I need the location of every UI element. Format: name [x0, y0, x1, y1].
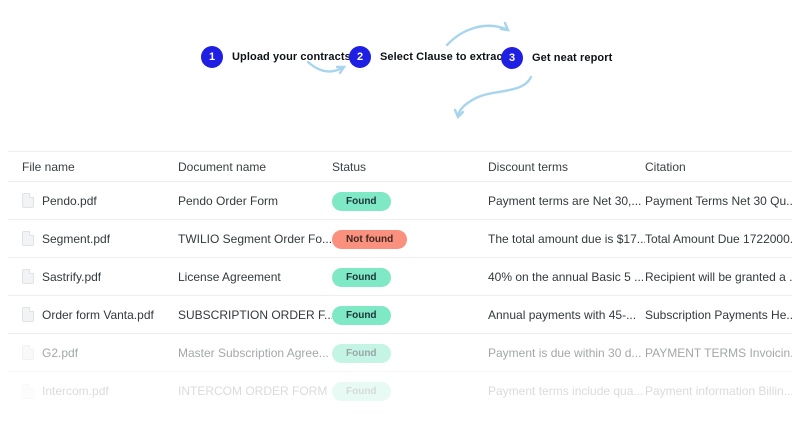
discount-terms-cell: Payment terms are Net 30,... [488, 193, 642, 208]
file-name-cell: Pendo.pdf [42, 193, 97, 208]
table-row[interactable]: Sastrify.pdf License Agreement Found 40%… [8, 258, 792, 296]
column-header-status: Status [332, 159, 367, 174]
status-badge: Found [332, 305, 391, 325]
discount-terms-cell: Annual payments with 45-... [488, 307, 637, 322]
table-row[interactable]: Segment.pdf TWILIO Segment Order Fo... N… [8, 220, 792, 258]
column-header-citation: Citation [645, 159, 686, 174]
document-file-icon [22, 307, 34, 322]
step-3-number-badge: 3 [501, 47, 523, 69]
file-name-cell: Segment.pdf [42, 231, 111, 246]
step-3-label: Get neat report [532, 52, 613, 64]
column-header-file-name: File name [22, 159, 75, 174]
table-header-row: File name Document name Status Discount … [8, 151, 792, 182]
table-body: Pendo.pdf Pendo Order Form Found Payment… [8, 182, 792, 410]
file-name-cell: G2.pdf [42, 345, 79, 360]
document-name-cell: Pendo Order Form [178, 193, 279, 208]
table-row[interactable]: Intercom.pdf INTERCOM ORDER FORM Found P… [8, 372, 792, 410]
citation-cell: Total Amount Due 1722000... [645, 231, 792, 246]
contracts-table: File name Document name Status Discount … [8, 151, 792, 410]
step-arrows [306, 21, 533, 120]
document-name-cell: INTERCOM ORDER FORM [178, 384, 328, 398]
document-file-icon [22, 345, 34, 360]
file-name-cell: Sastrify.pdf [42, 269, 102, 284]
citation-cell: Payment information Billin... [645, 384, 792, 398]
status-badge: Found [332, 191, 391, 211]
discount-terms-cell: Payment is due within 30 d... [488, 345, 642, 360]
status-badge: Found [332, 382, 391, 401]
document-name-cell: TWILIO Segment Order Fo... [178, 231, 332, 246]
status-badge: Found [332, 343, 391, 363]
arrow-step2-to-step3 [445, 24, 510, 47]
step-2: 2 Select Clause to extract [349, 46, 507, 68]
table-row[interactable]: G2.pdf Master Subscription Agree... Foun… [8, 334, 792, 372]
step-1-label: Upload your contracts [232, 51, 351, 63]
document-file-icon [22, 231, 34, 246]
step-1-number-badge: 1 [201, 46, 223, 68]
table-row[interactable]: Pendo.pdf Pendo Order Form Found Payment… [8, 182, 792, 220]
step-1: 1 Upload your contracts [201, 46, 351, 68]
document-file-icon [22, 269, 34, 284]
file-name-cell: Intercom.pdf [42, 384, 109, 398]
arrow-step2-to-step3-head [499, 21, 510, 32]
arrow-step3-down [456, 75, 533, 118]
table-row[interactable]: Order form Vanta.pdf SUBSCRIPTION ORDER … [8, 296, 792, 334]
arrow-step3-down-head [453, 108, 465, 120]
arrow-step1-to-step2-head [335, 65, 347, 75]
discount-terms-cell: The total amount due is $17... [488, 231, 645, 246]
citation-cell: Recipient will be granted a ... [645, 269, 792, 284]
document-name-cell: License Agreement [178, 269, 281, 284]
discount-terms-cell: Payment terms include qua... [488, 384, 644, 398]
status-badge: Not found [332, 229, 408, 249]
file-name-cell: Order form Vanta.pdf [42, 307, 154, 322]
status-badge: Found [332, 267, 391, 287]
steps-header: 1 Upload your contracts 2 Select Clause … [0, 0, 800, 150]
document-name-cell: SUBSCRIPTION ORDER F... [178, 307, 332, 322]
arrow-step1-to-step2 [306, 60, 346, 73]
discount-terms-cell: 40% on the annual Basic 5 ... [488, 269, 645, 284]
citation-cell: Subscription Payments He... [645, 307, 792, 322]
citation-cell: Payment Terms Net 30 Qu... [645, 193, 792, 208]
column-header-discount-terms: Discount terms [488, 159, 569, 174]
step-3: 3 Get neat report [501, 47, 612, 69]
step-2-label: Select Clause to extract [380, 51, 507, 63]
document-file-icon [22, 193, 34, 208]
document-file-icon [22, 383, 34, 399]
column-header-document-name: Document name [178, 159, 267, 174]
citation-cell: PAYMENT TERMS Invoicin... [645, 345, 792, 360]
step-2-number-badge: 2 [349, 46, 371, 68]
document-name-cell: Master Subscription Agree... [178, 345, 329, 360]
